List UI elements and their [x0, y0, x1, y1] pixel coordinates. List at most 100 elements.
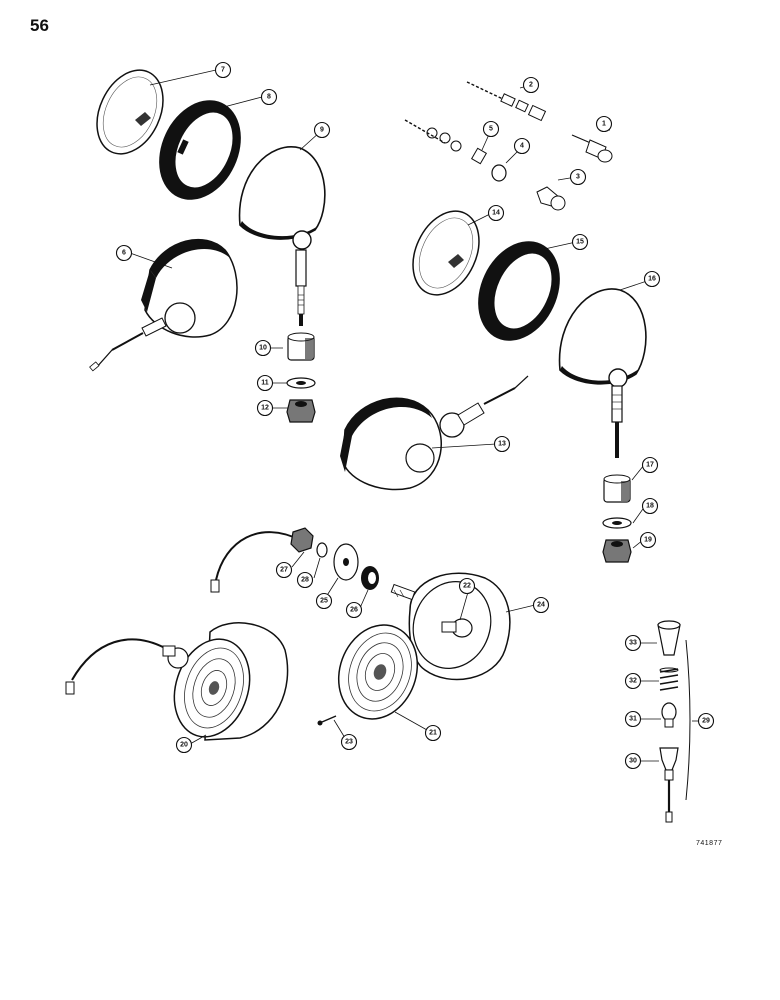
callout-24: 24	[532, 596, 550, 614]
callout-14: 14	[487, 204, 505, 222]
rim-8	[159, 100, 241, 200]
callout-5: 5	[482, 120, 500, 138]
callout-7: 7	[214, 61, 232, 79]
leader-lines	[129, 69, 700, 762]
callout-29: 29	[697, 712, 715, 730]
spring-32	[659, 667, 679, 691]
bulb-22	[441, 618, 473, 638]
nut-12	[286, 399, 316, 423]
socket-30	[659, 747, 679, 823]
nut-19	[602, 539, 632, 563]
callout-13: 13	[493, 435, 511, 453]
callout-3: 3	[569, 168, 587, 186]
svg-text:10: 10	[259, 345, 267, 352]
svg-text:12: 12	[261, 405, 269, 412]
svg-text:32: 32	[629, 678, 637, 685]
svg-text:25: 25	[320, 598, 328, 605]
svg-text:33: 33	[629, 640, 637, 647]
callout-19: 19	[639, 531, 657, 549]
callout-4: 4	[513, 137, 531, 155]
rim-15	[478, 241, 560, 341]
nut-27	[290, 527, 314, 553]
svg-text:24: 24	[537, 602, 545, 609]
svg-text:6: 6	[122, 250, 126, 257]
svg-text:26: 26	[350, 607, 358, 614]
svg-text:16: 16	[648, 276, 656, 283]
callout-10: 10	[254, 339, 272, 357]
svg-text:31: 31	[629, 716, 637, 723]
svg-text:21: 21	[429, 730, 437, 737]
svg-text:4: 4	[520, 143, 524, 150]
svg-text:3: 3	[576, 174, 580, 181]
callout-22: 22	[458, 577, 476, 595]
callout-6: 6	[115, 244, 133, 262]
svg-text:7: 7	[221, 67, 225, 74]
wire-lead-upper	[210, 531, 301, 593]
light-assembly-20	[162, 622, 289, 741]
callout-31: 31	[624, 710, 642, 728]
callout-21: 21	[424, 724, 442, 742]
callout-18: 18	[641, 497, 659, 515]
svg-text:14: 14	[492, 210, 500, 217]
svg-text:22: 22	[463, 583, 471, 590]
callout-27: 27	[275, 561, 293, 579]
svg-text:2: 2	[529, 82, 533, 89]
svg-text:20: 20	[180, 742, 188, 749]
housing-16	[558, 288, 647, 458]
lamp-assembly-13	[340, 375, 529, 491]
washer-18	[602, 517, 632, 529]
svg-text:8: 8	[267, 94, 271, 101]
svg-text:9: 9	[320, 127, 324, 134]
svg-text:27: 27	[280, 567, 288, 574]
lens-7	[96, 69, 164, 155]
callout-20: 20	[175, 736, 193, 754]
callout-25: 25	[315, 592, 333, 610]
callout-30: 30	[624, 752, 642, 770]
svg-text:17: 17	[646, 462, 654, 469]
spacer-17	[603, 474, 631, 503]
svg-text:13: 13	[498, 441, 506, 448]
callout-9: 9	[313, 121, 331, 139]
drawing-reference-code: 741877	[696, 840, 723, 847]
svg-text:28: 28	[301, 577, 309, 584]
callout-23: 23	[340, 733, 358, 751]
callout-12: 12	[256, 399, 274, 417]
spacer-10	[287, 332, 315, 361]
svg-text:23: 23	[345, 739, 353, 746]
wire-lead-lower	[65, 638, 166, 695]
svg-text:18: 18	[646, 503, 654, 510]
bulb-31	[661, 702, 677, 728]
svg-text:11: 11	[261, 380, 269, 387]
lens-14	[412, 210, 480, 296]
svg-text:1: 1	[602, 121, 606, 128]
callout-26: 26	[345, 601, 363, 619]
grommet-26	[361, 566, 379, 590]
callout-28: 28	[296, 571, 314, 589]
svg-text:19: 19	[644, 537, 652, 544]
callout-17: 17	[641, 456, 659, 474]
washer-28	[316, 542, 328, 558]
bracket-29	[685, 639, 691, 801]
washer-11	[286, 377, 316, 389]
svg-text:29: 29	[702, 718, 710, 725]
callout-1: 1	[595, 115, 613, 133]
svg-text:30: 30	[629, 758, 637, 765]
bulb-socket-parts-1-5	[404, 81, 613, 211]
callout-33: 33	[624, 634, 642, 652]
washer-25	[333, 543, 359, 581]
screw-23	[317, 715, 337, 726]
callout-2: 2	[522, 76, 540, 94]
page-number: 56	[30, 16, 49, 35]
lens-21	[337, 624, 419, 720]
callout-11: 11	[256, 374, 274, 392]
socket-cap-33	[657, 620, 681, 656]
callout-15: 15	[571, 233, 589, 251]
callout-32: 32	[624, 672, 642, 690]
callout-8: 8	[260, 88, 278, 106]
svg-text:5: 5	[489, 126, 493, 133]
svg-text:15: 15	[576, 239, 584, 246]
housing-9	[238, 146, 326, 326]
callout-16: 16	[643, 270, 661, 288]
lamp-assembly-6	[89, 238, 238, 372]
